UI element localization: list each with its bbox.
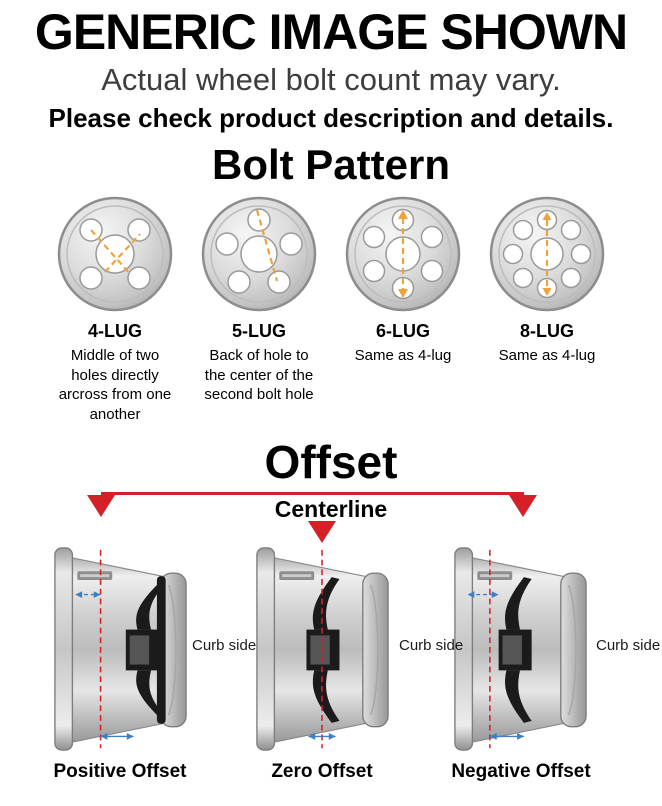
positive-offset-wheel-diagram xyxy=(54,546,187,751)
curb-side-label: Curb side xyxy=(399,636,464,654)
offset-diagram: Centerline xyxy=(0,487,662,787)
lug-column-6: 6-LUG Same as 4-lug xyxy=(338,194,468,424)
page-note: Please check product description and det… xyxy=(48,103,614,134)
wheel-4-lug-icon xyxy=(57,196,173,312)
centerline-marker-icon xyxy=(509,494,537,517)
lug-4-description: Middle of two holes directly arcross fro… xyxy=(58,347,172,423)
bolt-pattern-row: 4-LUG Middle of two holes directly arcro… xyxy=(0,194,662,424)
negative-offset-label: Negative Offset xyxy=(451,760,591,782)
zero-offset-label: Zero Offset xyxy=(271,760,373,782)
centerline-marker-icon xyxy=(87,494,115,517)
page-subtitle: Actual wheel bolt count may vary. xyxy=(101,61,561,97)
wheel-5-lug-icon xyxy=(201,196,317,312)
lug-6-description: Same as 4-lug xyxy=(354,347,452,365)
lug-8-label: 8-LUG xyxy=(520,321,574,342)
page-title: GENERIC IMAGE SHOWN xyxy=(34,4,628,60)
lug-5-label: 5-LUG xyxy=(232,321,286,342)
wheel-6-lug-icon xyxy=(345,196,461,312)
lug-6-label: 6-LUG xyxy=(376,321,430,342)
bolt-pattern-title: Bolt Pattern xyxy=(211,141,450,189)
offset-title: Offset xyxy=(264,436,398,489)
centerline-rule xyxy=(101,491,524,495)
zero-offset-wheel-diagram xyxy=(256,546,389,751)
negative-offset-wheel-diagram xyxy=(454,546,587,751)
positive-offset-label: Positive Offset xyxy=(53,760,187,782)
lug-column-5: 5-LUG Back of hole to the center of the … xyxy=(194,194,324,424)
lug-5-description: Back of hole to the center of the second… xyxy=(204,347,314,404)
wheel-8-lug-icon xyxy=(489,196,605,312)
lug-column-4: 4-LUG Middle of two holes directly arcro… xyxy=(50,194,180,424)
centerline-marker-icon xyxy=(308,520,336,543)
lug-column-8: 8-LUG Same as 4-lug xyxy=(482,194,612,424)
lug-4-label: 4-LUG xyxy=(88,321,142,342)
curb-side-label: Curb side xyxy=(192,636,257,654)
lug-8-description: Same as 4-lug xyxy=(498,347,596,365)
centerline-label: Centerline xyxy=(274,495,388,522)
infographic-page: GENERIC IMAGE SHOWN Actual wheel bolt co… xyxy=(0,6,662,806)
curb-side-label: Curb side xyxy=(596,636,661,654)
